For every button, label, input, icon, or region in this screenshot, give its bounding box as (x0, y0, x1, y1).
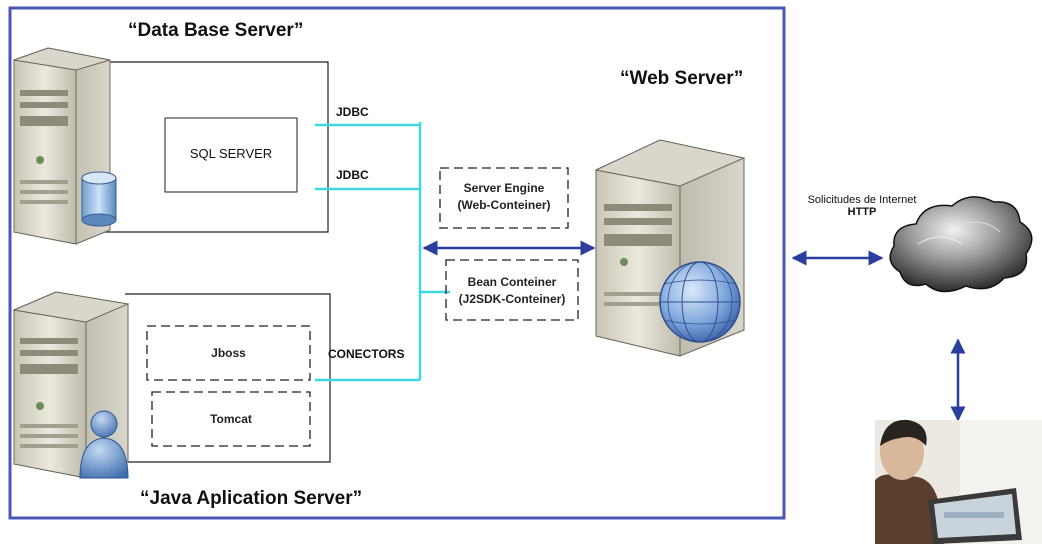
tomcat-label: Tomcat (210, 412, 252, 426)
database-cylinder-icon (81, 171, 117, 227)
jboss-label: Jboss (211, 346, 246, 360)
sql-server-box (164, 117, 298, 193)
web-server-title: “Web Server” (620, 68, 744, 89)
jdbc-label-2: JDBC (336, 168, 369, 182)
bean-conteiner-box (445, 259, 579, 321)
db-server-outline (60, 61, 329, 233)
java-server-outline (125, 293, 331, 463)
bean-conteiner-label: Bean Conteiner (467, 275, 557, 289)
j2sdk-conteiner-label: (J2SDK-Conteiner) (458, 292, 566, 306)
connector-lines (315, 122, 450, 382)
http-label: HTTP (847, 206, 877, 218)
user-icon (79, 410, 129, 479)
tomcat-box (151, 391, 311, 447)
person-at-laptop-photo (875, 419, 1042, 544)
server-engine-label: Server Engine (463, 181, 545, 195)
cloud-icon (889, 196, 1033, 293)
jboss-box (146, 325, 311, 381)
conectors-label: CONECTORS (328, 347, 405, 361)
web-conteiner-label: (Web-Conteiner) (457, 198, 551, 212)
db-server-title: “Data Base Server” (128, 20, 304, 41)
server-engine-box (439, 167, 569, 229)
sql-server-label: SQL SERVER (189, 146, 273, 161)
solicitudes-label: Solicitudes de Internet (807, 194, 917, 206)
java-server-title: “Java Aplication Server” (140, 488, 363, 509)
jdbc-label-1: JDBC (336, 105, 369, 119)
globe-icon (659, 261, 741, 343)
